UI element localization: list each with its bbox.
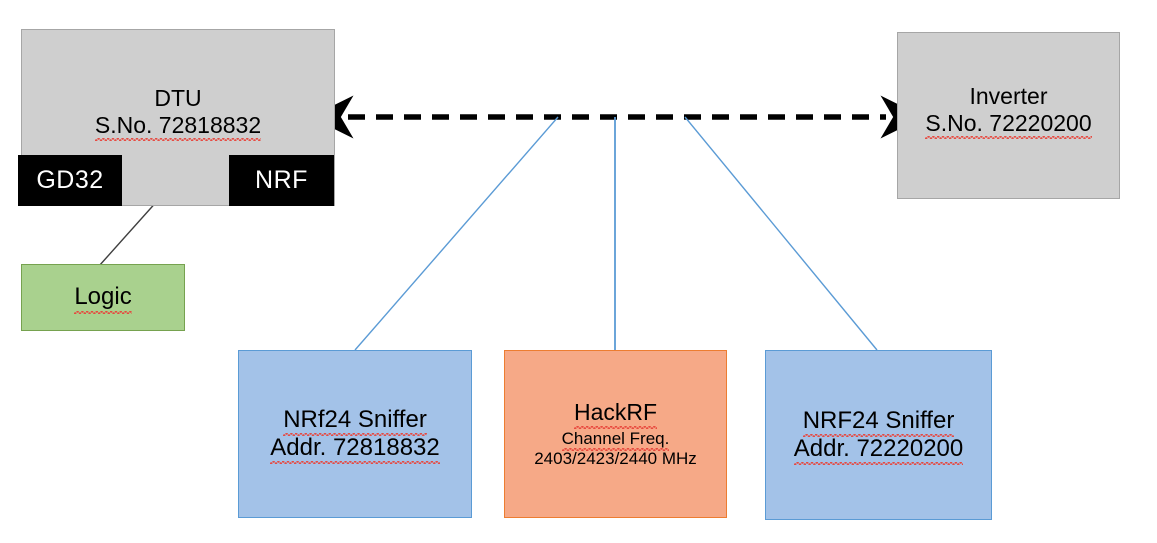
inverter-title: Inverter — [969, 83, 1048, 109]
node-gd32[interactable]: GD32 — [18, 155, 122, 206]
hackrf-line2: 2403/2423/2440 MHz — [534, 448, 697, 468]
hackrf-line1-text: Channel Freq. — [561, 428, 670, 451]
sniffer-right-line2: Addr. 72220200 — [793, 435, 964, 466]
hackrf-line1: Channel Freq. — [561, 428, 670, 451]
node-hackrf[interactable]: HackRF Channel Freq. 2403/2423/2440 MHz — [504, 350, 727, 518]
inverter-serial: S.No. 72220200 — [925, 110, 1092, 140]
dtu-serial: S.No. 72818832 — [94, 112, 262, 142]
node-sniffer-left[interactable]: NRf24 Sniffer Addr. 72818832 — [238, 350, 472, 518]
nrf-label: NRF — [255, 166, 308, 194]
sniffer-right-line1: NRF24 Sniffer — [802, 406, 955, 438]
sniffer-left-line2-text: Addr. 72818832 — [270, 434, 440, 465]
sniffer-left-tap — [354, 116, 559, 351]
dtu-title: DTU — [154, 85, 202, 111]
sniffer-left-line1-text: NRf24 Sniffer — [283, 405, 427, 437]
sniffer-right-line1-text: NRF24 Sniffer — [802, 406, 955, 438]
sniffer-left-line2: Addr. 72818832 — [270, 434, 440, 465]
logic-label: Logic — [74, 283, 133, 314]
gd32-label: GD32 — [36, 166, 104, 194]
node-sniffer-right[interactable]: NRF24 Sniffer Addr. 72220200 — [765, 350, 992, 520]
hackrf-title-text: HackRF — [573, 399, 658, 429]
node-inverter[interactable]: Inverter S.No. 72220200 — [897, 32, 1120, 199]
dtu-serial-text: S.No. 72818832 — [94, 112, 262, 142]
node-logic[interactable]: Logic — [21, 264, 185, 331]
inverter-serial-text: S.No. 72220200 — [925, 110, 1092, 140]
node-nrf[interactable]: NRF — [229, 155, 334, 206]
hackrf-title: HackRF — [573, 399, 658, 429]
sniffer-right-line2-text: Addr. 72220200 — [793, 435, 964, 466]
sniffer-left-line1: NRf24 Sniffer — [283, 405, 427, 437]
sniffer-right-tap — [684, 116, 878, 351]
